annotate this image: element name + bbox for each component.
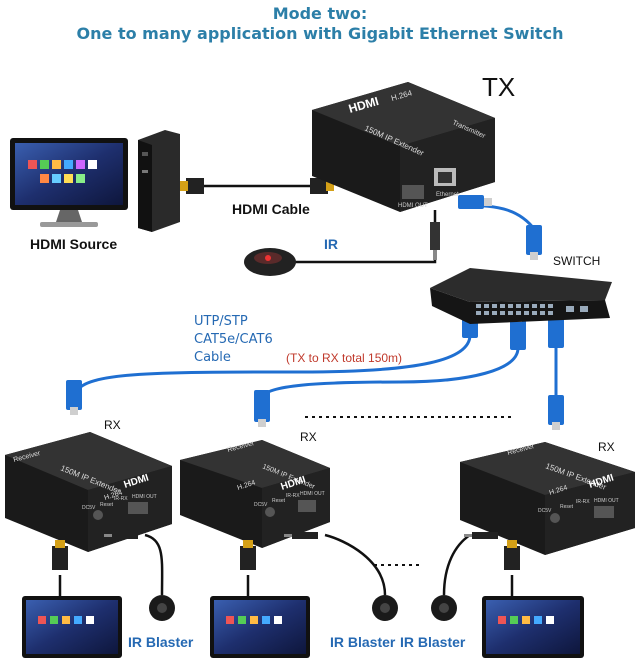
ir-cable-line <box>290 210 435 262</box>
rx-3-label: RX <box>598 440 615 454</box>
cable-type-line3: Cable <box>194 350 231 365</box>
hdmi-cable-label: HDMI Cable <box>232 201 310 217</box>
switch-label: SWITCH <box>553 254 600 268</box>
rx-2-port-dc: DC5V <box>254 502 268 508</box>
rx-1-label: RX <box>104 418 121 432</box>
ir-blaster-label-1: IR Blaster <box>128 634 193 650</box>
rx-3-port-dc: DC5V <box>538 508 552 514</box>
tx-transmitter: HDMI H.264 150M IP Extender Transmitter … <box>312 82 495 212</box>
cable-type-line2: CAT5e/CAT6 <box>194 332 273 347</box>
hdmi-source-label: HDMI Source <box>30 236 117 252</box>
ir-jack-tx <box>430 222 440 260</box>
tx-label: TX <box>482 72 515 103</box>
rx-2-label: RX <box>300 430 317 444</box>
hdmi-source-monitor <box>10 138 128 227</box>
tx-port-ethernet: Ethernet <box>436 192 459 198</box>
ir-blaster-label-2: IR Blaster <box>330 634 395 650</box>
ir-label: IR <box>324 236 338 252</box>
rx-3-port-hdmi-out: HDMI OUT <box>594 498 619 504</box>
cable-type-line1: UTP/STP <box>194 314 248 329</box>
rx-receiver-2: Receiver 150M IP Extender HDMI H.264 DC5… <box>180 440 330 548</box>
ir-receiver-icon <box>244 248 296 276</box>
rx-2-port-hdmi-out: HDMI OUT <box>300 491 325 497</box>
ir-blaster-label-3: IR Blaster <box>400 634 465 650</box>
gigabit-switch <box>430 268 612 324</box>
cable-distance-note: (TX to RX total 150m) <box>286 351 402 365</box>
ir-jacks-rx <box>104 532 498 539</box>
rx-1-port-irrx: IR-RX <box>114 496 128 502</box>
hdmi-plugs-rx <box>52 540 520 570</box>
display-monitor-2 <box>210 596 310 658</box>
rx-1-port-hdmi-out: HDMI OUT <box>132 494 157 500</box>
rx-1-port-reset: Reset <box>100 502 114 508</box>
rx-1-port-dc: DC5V <box>82 505 96 511</box>
rx-2-port-reset: Reset <box>272 498 286 504</box>
display-monitor-1 <box>22 596 122 658</box>
hdmi-connector-left <box>180 178 204 194</box>
rx-receiver-1: Receiver 150M IP Extender HDMI H.264 DC5… <box>5 432 172 552</box>
display-monitor-3 <box>482 596 584 658</box>
pc-tower <box>138 130 180 232</box>
tx-port-hdmi-out: HDMI OUT <box>398 203 428 209</box>
rx-3-port-irrx: IR-RX <box>576 499 590 505</box>
rx-2-port-irrx: IR-RX <box>286 493 300 499</box>
rx-3-port-reset: Reset <box>560 504 574 510</box>
